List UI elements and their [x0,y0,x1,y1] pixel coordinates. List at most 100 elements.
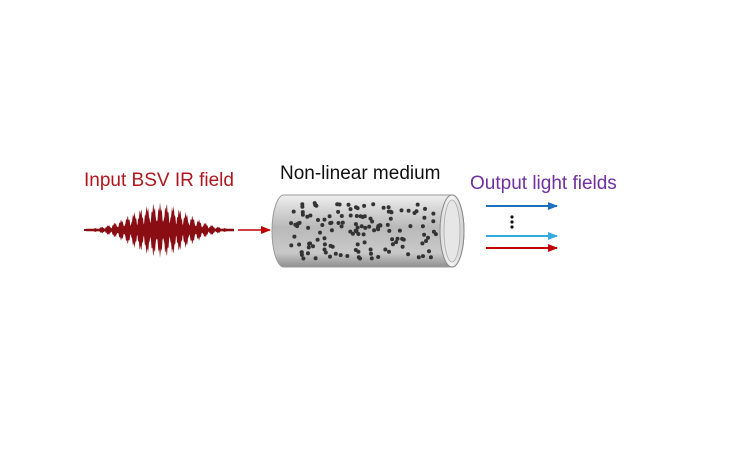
particle-dot [348,229,353,234]
particle-dot [369,256,374,261]
particle-dot [399,208,404,213]
cylinder-opening [443,199,461,263]
particle-dot [306,245,311,250]
particle-dot [329,220,334,225]
particle-dot [390,242,395,247]
particle-dot [328,243,333,248]
particle-dot [363,225,368,230]
particle-dot [345,254,350,258]
particle-dot [292,234,297,239]
particle-dot [421,254,425,259]
particle-dot [300,212,305,217]
particle-dot [293,222,298,227]
particle-dot [315,237,320,242]
particle-dot [362,240,367,245]
particle-dot [360,215,365,219]
particle-dot [308,213,313,218]
particle-dot [340,220,345,225]
particle-dot [412,211,417,215]
particle-dot [377,223,382,228]
particle-dot [356,249,361,254]
particle-dot [422,232,427,237]
particle-dot [381,205,386,210]
particle-dot [327,214,332,219]
particle-dot [306,251,310,256]
particle-dot [322,217,327,222]
particle-dot [336,209,341,214]
medium-particles [289,201,438,261]
particle-dot [300,204,305,209]
particle-dot [308,241,313,246]
particle-dot [368,247,373,252]
output-fields-label: Output light fields [470,173,617,194]
particle-dot [383,247,388,252]
particle-dot [387,228,392,233]
particle-dot [289,243,294,248]
output-arrows [486,202,558,252]
particle-dot [358,256,362,261]
particle-dot [316,218,320,222]
particle-dot [355,242,360,247]
particle-dot [350,231,355,236]
particle-dot [406,208,411,213]
particle-dot [353,228,358,233]
bsv-pulse-icon [84,202,234,258]
particle-dot [353,222,358,227]
particle-dot [338,253,343,258]
particle-dot [322,242,327,247]
particle-dot [388,216,393,221]
particle-dot [426,235,430,240]
particle-dot [431,229,436,234]
particle-dot [368,216,373,221]
particle-dot [323,250,328,255]
particle-dot [420,241,425,246]
particle-dot [318,230,322,235]
particle-dot [400,236,405,241]
particle-dot [313,256,318,261]
particle-dot [339,224,344,229]
particle-dot [395,236,400,241]
particle-dot [362,203,367,208]
particle-dot [423,206,427,211]
particle-dot [306,225,311,230]
input-field-label: Input BSV IR field [84,170,234,191]
particle-dot [354,214,359,218]
particle-dot [406,252,411,257]
ellipsis-icon [510,215,514,229]
particle-dot [376,255,381,259]
particle-dot [385,222,390,227]
particle-dot [387,249,391,254]
particle-dot [427,249,431,254]
medium-label: Non-linear medium [280,163,441,184]
particle-dot [337,202,342,207]
particle-dot [372,228,377,233]
particle-dot [369,251,373,256]
particle-dot [329,228,334,233]
particle-dot [301,256,306,261]
particle-dot [346,202,351,207]
particle-dot [431,211,436,216]
particle-dot [386,205,391,210]
particle-dot [333,251,338,256]
particle-dot [339,214,344,218]
particle-dot [408,224,413,229]
particle-dot [336,221,341,225]
particle-dot [297,242,302,247]
particle-dot [367,224,372,229]
particle-dot [291,209,296,214]
particle-dot [422,215,427,220]
particle-dot [289,221,294,226]
ellipsis-dot [510,215,514,219]
particle-dot [322,247,327,252]
particle-dot [431,219,436,224]
particle-dot [311,244,315,249]
particle-dot [356,232,361,236]
ellipsis-dot [510,225,514,229]
particle-dot [322,236,327,241]
particle-dot [390,237,395,242]
particle-dot [400,244,405,249]
pulse-wave-shape [86,202,234,258]
particle-dot [312,201,317,206]
particle-dot [416,255,421,260]
